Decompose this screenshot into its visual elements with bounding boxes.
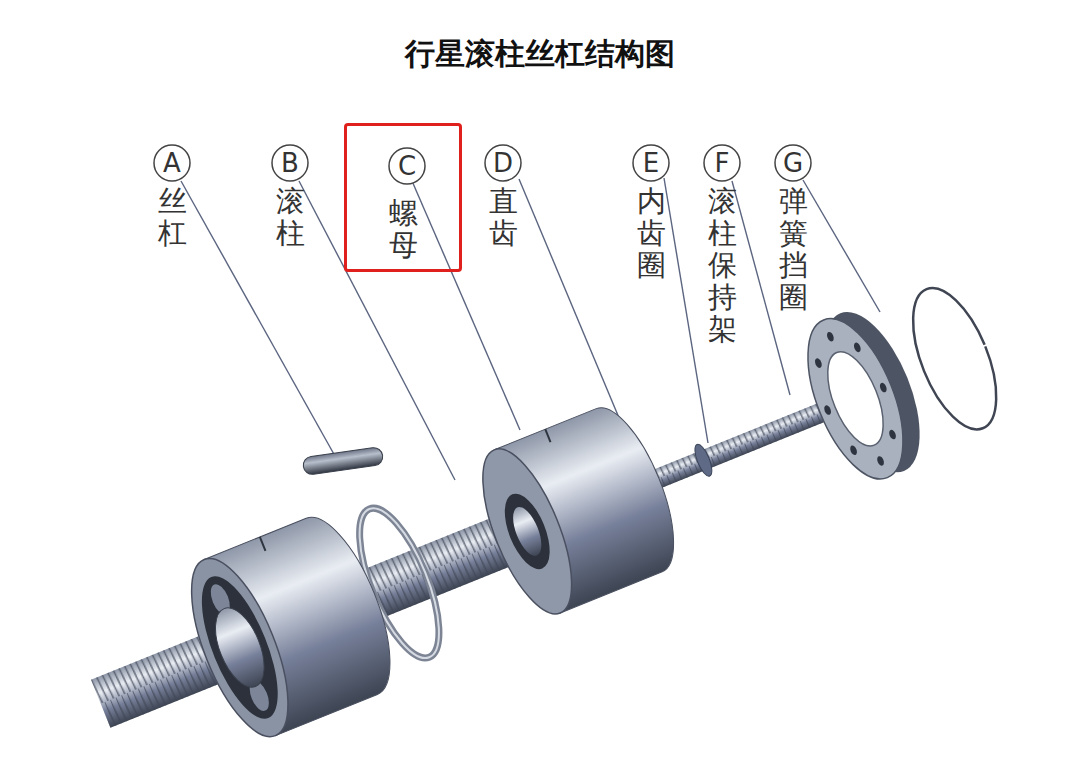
nut-face	[172, 546, 308, 748]
cage-pocket	[826, 331, 835, 343]
highlight-box: 螺母 C	[344, 123, 462, 272]
callout-circle: B滚柱	[271, 144, 309, 182]
callout-letter: C	[388, 147, 426, 185]
callout-circle: A丝杠	[153, 144, 191, 182]
circle-outline	[633, 145, 669, 181]
leader-line	[803, 180, 880, 312]
screw-end	[206, 601, 275, 694]
cage-pocket	[879, 382, 888, 394]
part-name: 滚柱保持架	[708, 186, 737, 345]
circle-outline	[154, 145, 190, 181]
diagram-title: 行星滚柱丝杠结构图	[0, 34, 1080, 75]
screw-end	[507, 503, 547, 559]
cage-hole	[816, 344, 894, 453]
part-name: 滚柱	[276, 186, 305, 250]
part-name: 螺母	[389, 198, 418, 262]
inner-gear-ring	[691, 442, 715, 478]
circle-outline	[704, 145, 740, 181]
part-name: 内齿圈	[637, 186, 666, 282]
cage-pocket	[888, 429, 897, 441]
callout-circle: F滚柱保持架	[703, 144, 741, 182]
cage-pocket	[823, 404, 832, 416]
callout-circle: C	[388, 147, 426, 185]
leader-line	[181, 181, 340, 465]
cage-pocket	[876, 455, 885, 467]
callout-letter: D	[484, 144, 522, 182]
cage-pocket	[853, 342, 862, 354]
callout-letter: B	[271, 144, 309, 182]
nut-slot	[545, 429, 550, 442]
cage-pocket	[814, 357, 823, 369]
nut-bore	[186, 567, 293, 728]
part-name: 弹簧挡圈	[779, 186, 808, 314]
circle-outline	[775, 145, 811, 181]
circle-outline	[389, 148, 425, 184]
callout-letter: F	[703, 144, 741, 182]
cage-pocket	[849, 445, 858, 457]
callout-letter: A	[153, 144, 191, 182]
callout-circle: G弹簧挡圈	[774, 144, 812, 182]
circle-outline	[485, 145, 521, 181]
key-bar	[302, 447, 384, 476]
part-name: 丝杠	[158, 186, 187, 250]
nut-face	[465, 438, 590, 625]
nut-slot	[260, 537, 266, 551]
snap-ring	[896, 277, 1013, 441]
circle-outline	[272, 145, 308, 181]
callout-circle: D直齿	[484, 144, 522, 182]
part-name: 直齿	[489, 186, 518, 250]
callout-letter: G	[774, 144, 812, 182]
callout-circle: E内齿圈	[632, 144, 670, 182]
callout-letter: E	[632, 144, 670, 182]
leader-line	[412, 181, 520, 430]
leader-line	[664, 178, 708, 443]
roller-cage	[788, 306, 922, 492]
nut-bore	[496, 488, 559, 576]
